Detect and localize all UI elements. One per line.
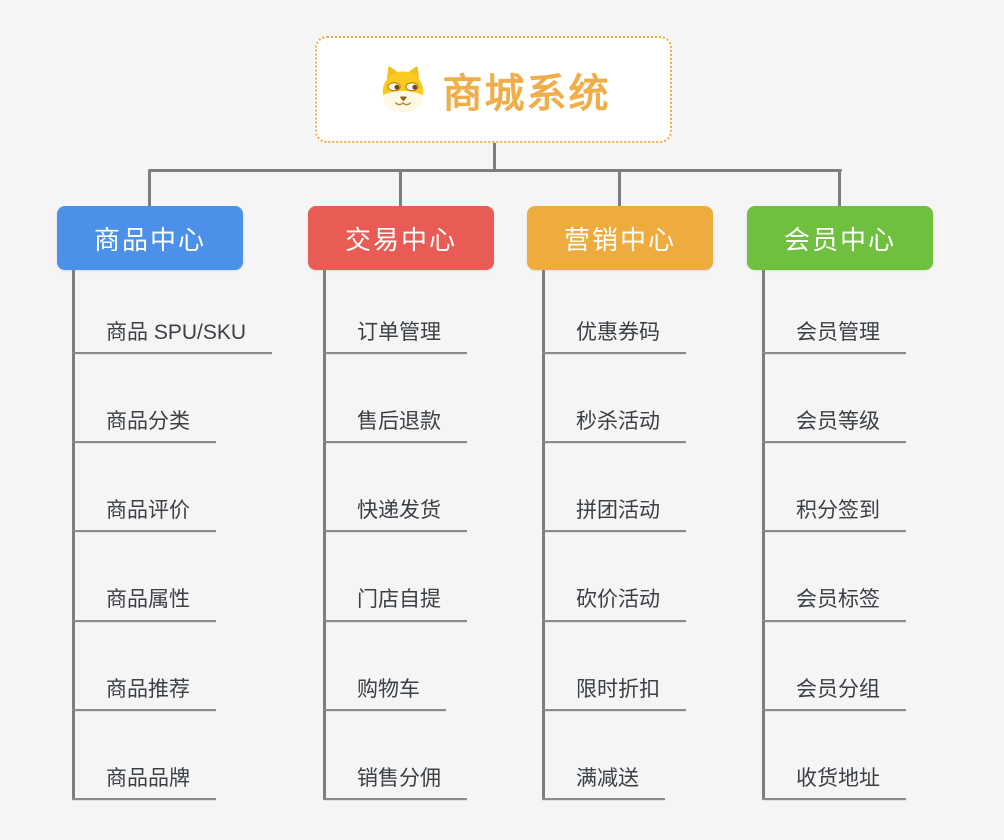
- branch-item[interactable]: 商品分类: [72, 354, 216, 444]
- branch-header[interactable]: 商品中心: [57, 206, 243, 270]
- branch-item[interactable]: 商品评价: [72, 443, 216, 533]
- branch-item[interactable]: 满减送: [542, 711, 665, 800]
- branch-item[interactable]: 商品 SPU/SKU: [72, 270, 273, 354]
- branch-item[interactable]: 快递发货: [323, 443, 467, 533]
- branch-item-label: 售后退款: [357, 410, 441, 434]
- connector-root-stem: [493, 143, 496, 171]
- connector-drop-4: [838, 171, 841, 206]
- branch-items: 优惠券码秒杀活动拼团活动砍价活动限时折扣满减送: [527, 270, 686, 800]
- branch-item-label: 销售分佣: [357, 766, 441, 790]
- branch-item-label: 商品推荐: [106, 677, 190, 701]
- branch-item-label: 会员分组: [796, 677, 880, 701]
- branch-item-label: 订单管理: [357, 320, 441, 344]
- branch-item-label: 会员标签: [796, 588, 880, 612]
- branch-header-label: 商品中心: [93, 224, 206, 255]
- branch-trunk-line: [762, 270, 765, 800]
- branch-item[interactable]: 拼团活动: [542, 443, 686, 533]
- branch-item[interactable]: 销售分佣: [323, 711, 467, 800]
- branch-item-label: 商品评价: [106, 499, 190, 523]
- branch-column-4: 会员中心 会员管理会员等级积分签到会员标签会员分组收货地址: [747, 206, 933, 800]
- branch-item-label: 快递发货: [357, 499, 441, 523]
- branch-item[interactable]: 优惠券码: [542, 270, 686, 354]
- branch-item[interactable]: 购物车: [323, 622, 446, 711]
- branch-item-label: 购物车: [357, 677, 420, 701]
- branch-item[interactable]: 门店自提: [323, 532, 467, 622]
- branch-item-label: 限时折扣: [576, 677, 660, 701]
- branch-item-label: 积分签到: [796, 499, 880, 523]
- branch-column-2: 交易中心 订单管理售后退款快递发货门店自提购物车销售分佣: [308, 206, 494, 800]
- branch-header[interactable]: 会员中心: [747, 206, 933, 270]
- connector-horizontal-bar: [148, 169, 842, 172]
- root-node[interactable]: 商城系统: [315, 36, 672, 143]
- branch-item-label: 商品 SPU/SKU: [106, 320, 247, 344]
- connector-drop-1: [148, 171, 151, 206]
- branch-item-label: 满减送: [576, 766, 639, 790]
- branch-column-3: 营销中心 优惠券码秒杀活动拼团活动砍价活动限时折扣满减送: [527, 206, 713, 800]
- branch-trunk-line: [72, 270, 75, 800]
- branch-item[interactable]: 会员标签: [762, 532, 906, 622]
- dog-face-icon: [377, 64, 429, 116]
- branch-item-label: 秒杀活动: [576, 410, 660, 434]
- branch-item[interactable]: 限时折扣: [542, 622, 686, 711]
- branch-items: 会员管理会员等级积分签到会员标签会员分组收货地址: [747, 270, 906, 800]
- branch-header[interactable]: 交易中心: [308, 206, 494, 270]
- branch-item[interactable]: 会员分组: [762, 622, 906, 711]
- branch-item-label: 优惠券码: [576, 320, 660, 344]
- branch-trunk-line: [542, 270, 545, 800]
- branch-item-label: 商品品牌: [106, 766, 190, 790]
- branch-item[interactable]: 砍价活动: [542, 532, 686, 622]
- branch-item[interactable]: 秒杀活动: [542, 354, 686, 444]
- branch-item-label: 会员等级: [796, 410, 880, 434]
- branch-header-label: 营销中心: [563, 224, 676, 255]
- connector-drop-2: [399, 171, 402, 206]
- branch-items: 商品 SPU/SKU 商品分类商品评价商品属性商品推荐商品品牌: [57, 270, 273, 800]
- branch-item-label: 商品属性: [106, 588, 190, 612]
- branch-header-label: 交易中心: [344, 224, 457, 255]
- branch-item[interactable]: 商品品牌: [72, 711, 216, 800]
- branch-item-label: 会员管理: [796, 320, 880, 344]
- branch-item[interactable]: 会员等级: [762, 354, 906, 444]
- branch-item-label: 商品分类: [106, 410, 190, 434]
- branch-item-label: 收货地址: [796, 766, 880, 790]
- branch-item[interactable]: 积分签到: [762, 443, 906, 533]
- branch-item-label: 砍价活动: [576, 588, 660, 612]
- branch-trunk-line: [323, 270, 326, 800]
- connector-drop-3: [618, 171, 621, 206]
- branch-item[interactable]: 会员管理: [762, 270, 906, 354]
- branch-column-1: 商品中心 商品 SPU/SKU 商品分类商品评价商品属性商品推荐商品品牌: [57, 206, 273, 800]
- branch-item-label: 门店自提: [357, 588, 441, 612]
- branch-item[interactable]: 商品属性: [72, 532, 216, 622]
- branch-header[interactable]: 营销中心: [527, 206, 713, 270]
- branch-item[interactable]: 商品推荐: [72, 622, 216, 711]
- branch-item[interactable]: 订单管理: [323, 270, 467, 354]
- branch-item[interactable]: 收货地址: [762, 711, 906, 800]
- root-title: 商城系统: [442, 71, 611, 116]
- branch-item-label: 拼团活动: [576, 499, 660, 523]
- branch-items: 订单管理售后退款快递发货门店自提购物车销售分佣: [308, 270, 467, 800]
- branch-item[interactable]: 售后退款: [323, 354, 467, 444]
- branch-header-label: 会员中心: [783, 224, 896, 255]
